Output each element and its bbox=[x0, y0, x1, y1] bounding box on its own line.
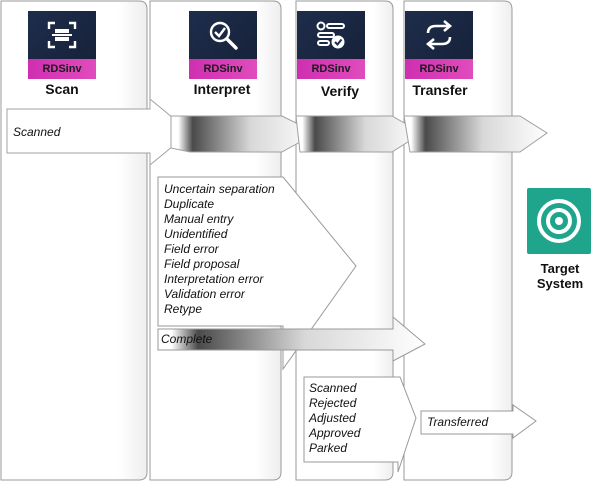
verify-badge: RDSinv bbox=[297, 59, 365, 79]
verify-status-shape bbox=[303, 376, 417, 473]
status-item: Field error bbox=[164, 242, 219, 256]
transferred-flow-arrow bbox=[420, 404, 537, 439]
target-system-label: Target System bbox=[518, 261, 602, 291]
checklist-icon bbox=[316, 21, 345, 49]
verify-status-list: Scanned Rejected Adjusted Approved Parke… bbox=[309, 381, 360, 456]
status-item: Interpretation error bbox=[164, 272, 264, 286]
interpret-status-shape bbox=[157, 176, 357, 371]
status-item: Approved bbox=[309, 426, 361, 440]
transfer-app-icon: RDSinv bbox=[405, 11, 473, 79]
status-item: Field proposal bbox=[164, 257, 240, 271]
status-item: Parked bbox=[309, 441, 348, 455]
flow-label-scanned: Scanned bbox=[13, 125, 61, 139]
interpret-badge: RDSinv bbox=[189, 59, 257, 79]
flow-label-transferred: Transferred bbox=[427, 415, 489, 429]
verify-app-icon: RDSinv bbox=[297, 11, 365, 79]
step-label-scan: Scan bbox=[45, 81, 79, 97]
step-label-verify: Verify bbox=[320, 83, 360, 99]
status-item: Duplicate bbox=[164, 197, 215, 211]
sync-arrows-icon bbox=[425, 20, 453, 50]
target-system-tile bbox=[527, 188, 591, 254]
target-icon bbox=[537, 199, 581, 243]
step-label-transfer: Transfer bbox=[412, 82, 468, 98]
scanned-flow-arrow bbox=[6, 97, 548, 167]
magnify-check-icon bbox=[209, 21, 238, 50]
target-label-line2: System bbox=[536, 276, 584, 291]
status-item: Manual entry bbox=[164, 212, 234, 226]
interpret-app-icon: RDSinv bbox=[189, 11, 257, 79]
status-item: Rejected bbox=[309, 396, 357, 410]
scan-app-icon: RDSinv bbox=[28, 11, 96, 79]
status-item: Validation error bbox=[164, 287, 245, 301]
target-label-line1: Target bbox=[540, 261, 580, 276]
status-item: Uncertain separation bbox=[164, 182, 275, 196]
complete-flow-arrow bbox=[157, 315, 426, 362]
status-item: Scanned bbox=[309, 381, 357, 395]
step-label-interpret: Interpret bbox=[193, 81, 251, 97]
status-item: Adjusted bbox=[309, 411, 356, 425]
scan-badge: RDSinv bbox=[28, 59, 96, 79]
scan-frame-icon bbox=[47, 21, 77, 49]
status-item: Unidentified bbox=[164, 227, 228, 241]
flow-label-complete: Complete bbox=[161, 332, 213, 346]
transfer-badge: RDSinv bbox=[405, 59, 473, 79]
interpret-status-list: Uncertain separation Duplicate Manual en… bbox=[164, 182, 275, 317]
status-item: Retype bbox=[164, 302, 203, 316]
